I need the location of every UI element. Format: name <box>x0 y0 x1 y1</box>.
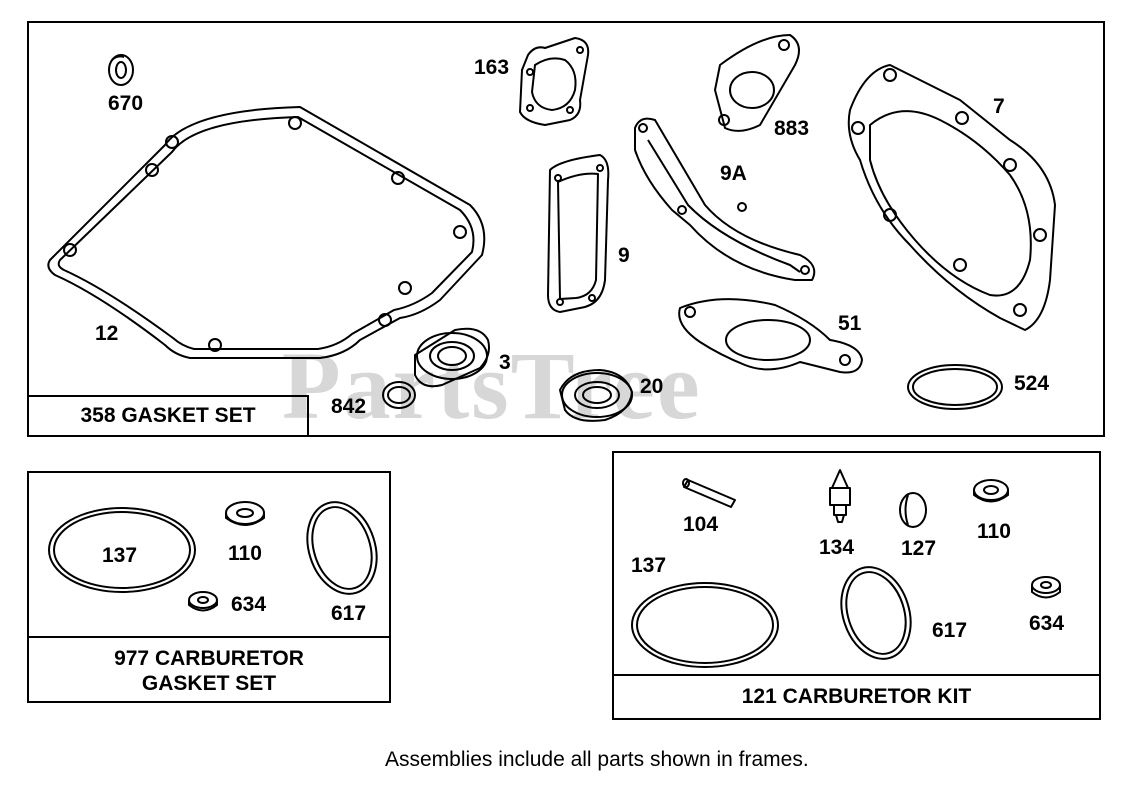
kit-part-label-127: 127 <box>901 537 937 560</box>
footer-note: Assemblies include all parts shown in fr… <box>385 748 809 771</box>
part-label-842: 842 <box>331 395 367 418</box>
kit-634-washer-drawing <box>1031 576 1061 599</box>
carb-gasket-set-title-box <box>27 636 391 703</box>
gasket-set-title-box <box>27 395 309 437</box>
part-label-883: 883 <box>774 117 810 140</box>
part-524-ring-drawing <box>907 364 1003 410</box>
part-label-524: 524 <box>1014 372 1050 395</box>
kit-part-label-104: 104 <box>683 513 719 536</box>
carb-617-ring-drawing <box>306 501 378 595</box>
kit-617-ring-drawing <box>840 566 912 660</box>
carb-part-label-634: 634 <box>231 593 267 616</box>
kit-part-label-110: 110 <box>977 520 1011 543</box>
kit-part-label-134: 134 <box>819 536 855 559</box>
part-163-gasket-drawing <box>519 37 590 126</box>
carb-kit-title: 121 CARBURETOR KIT <box>741 685 972 708</box>
carb-634-washer-drawing <box>188 591 218 612</box>
part-7-head-gasket-drawing <box>847 64 1056 331</box>
part-51-gasket-drawing <box>678 298 863 374</box>
part-9-gasket-drawing <box>547 154 610 313</box>
gasket-set-title: 358 GASKET SET <box>80 404 256 427</box>
part-label-163: 163 <box>474 56 510 79</box>
carb-part-label-617: 617 <box>331 602 367 625</box>
part-label-670: 670 <box>108 92 144 115</box>
part-label-51: 51 <box>838 312 862 335</box>
part-9A-gasket-drawing <box>634 117 816 281</box>
carb-part-label-110: 110 <box>228 542 262 565</box>
part-label-9: 9 <box>618 244 630 267</box>
gasket-set-frame <box>27 21 1105 437</box>
part-label-20: 20 <box>640 375 664 398</box>
part-label-3: 3 <box>499 351 511 374</box>
part-label-9A: 9A <box>720 162 747 185</box>
part-12-crankcase-gasket-drawing <box>47 106 486 359</box>
kit-127-plug-drawing <box>899 492 927 528</box>
part-670-seal-drawing <box>108 54 134 86</box>
part-842-ring-drawing <box>382 381 416 409</box>
part-label-7: 7 <box>993 95 1005 118</box>
carb-part-label-137: 137 <box>102 544 138 567</box>
kit-137-ring-drawing <box>631 582 779 668</box>
carb-137-ring-drawing <box>48 507 196 593</box>
kit-part-label-634: 634 <box>1029 612 1065 635</box>
carb-110-washer-drawing <box>225 501 265 526</box>
carb-kit-title-box <box>612 674 1101 720</box>
kit-134-needle-drawing <box>829 469 851 523</box>
part-20-oil-seal-drawing <box>559 369 633 422</box>
carb-gasket-set-title-line2: GASKET SET <box>141 672 277 695</box>
kit-110-washer-drawing <box>973 479 1009 503</box>
kit-104-pin-drawing <box>682 478 736 508</box>
part-3-oil-seal-drawing <box>414 327 490 388</box>
kit-part-label-137: 137 <box>631 554 667 577</box>
kit-part-label-617: 617 <box>932 619 968 642</box>
carb-gasket-set-title-line1: 977 CARBURETOR <box>114 647 304 670</box>
part-label-12: 12 <box>95 322 119 345</box>
part-883-gasket-drawing <box>714 34 800 132</box>
